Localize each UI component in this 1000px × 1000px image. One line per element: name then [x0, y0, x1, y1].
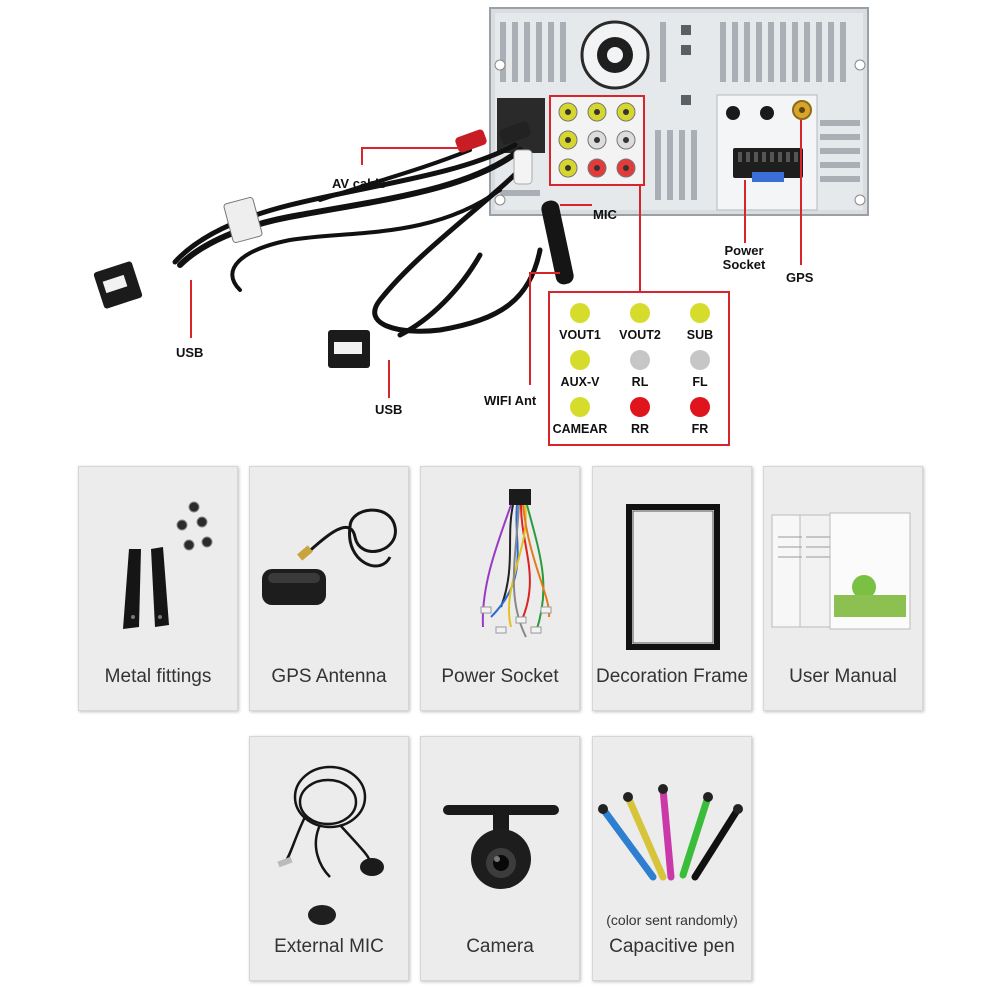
color-note: (color sent randomly) [606, 912, 738, 928]
camera-icon [443, 805, 559, 889]
card-title: Power Socket [441, 666, 559, 687]
rca-label-aux-v: AUX-V [560, 375, 600, 389]
av-cable-connectors [455, 121, 533, 185]
rca-label-camear: CAMEAR [552, 422, 608, 436]
card-title: Metal fittings [104, 666, 212, 687]
rca-dot-vout2 [630, 303, 650, 323]
card-title: Decoration Frame [595, 666, 749, 687]
card-user-manual: User Manual [763, 466, 923, 711]
usb-left-label: USB [176, 345, 204, 360]
usb-tag [223, 196, 263, 244]
usb-connector-left [93, 261, 143, 309]
rca-dot-rl [630, 350, 650, 370]
card-title: External MIC [274, 936, 384, 957]
card-title: Camera [466, 936, 534, 957]
rca-label-rr: RR [630, 422, 650, 436]
gps-label: GPS [786, 270, 814, 285]
card-title: Capacitive pen [609, 936, 735, 957]
rca-label-rl: RL [631, 375, 649, 389]
rca-label-vout2: VOUT2 [619, 328, 661, 342]
power-socket-label: Power Socket [716, 244, 772, 272]
card-decoration-frame: Decoration Frame [592, 466, 752, 711]
rca-dot-rr [630, 397, 650, 417]
card-capacitive-pen: (color sent randomly) Capacitive pen [592, 736, 752, 981]
power-socket-label-line2: Socket [722, 257, 766, 272]
leader-lines [190, 120, 802, 398]
wifi-antenna [541, 200, 574, 285]
card-title: User Manual [789, 666, 897, 687]
rca-dot-aux-v [570, 350, 590, 370]
av-cable-label: AV cable [332, 176, 386, 191]
usb-connector-center [328, 330, 370, 368]
power-socket-harness-icon [480, 489, 552, 638]
metal-fittings-icon [123, 501, 213, 629]
cables [172, 142, 543, 338]
card-external-mic: External MIC [249, 736, 409, 981]
capacitive-pen-icon [598, 784, 743, 881]
rca-dot-camear [570, 397, 590, 417]
card-title: GPS Antenna [271, 666, 387, 687]
external-mic-icon [277, 765, 384, 925]
rca-label-fr: FR [691, 422, 709, 436]
power-socket-label-line1: Power [724, 243, 764, 258]
rca-dot-fr [690, 397, 710, 417]
rca-label-fl: FL [692, 375, 708, 389]
rca-dot-fl [690, 350, 710, 370]
rca-legend: VOUT1 VOUT2 SUB AUX-V RL FL CAMEAR RR FR [548, 291, 730, 446]
card-metal-fittings: Metal fittings [78, 466, 238, 711]
mic-label: MIC [593, 207, 617, 222]
rca-label-sub: SUB [686, 328, 714, 342]
wifi-ant-label: WIFI Ant [484, 393, 537, 408]
wiring-diagram [93, 7, 869, 398]
usb-center-label: USB [375, 402, 403, 417]
user-manual-icon [771, 512, 911, 630]
rca-dot-vout1 [570, 303, 590, 323]
decoration-frame-icon [626, 504, 720, 650]
rca-label-vout1: VOUT1 [559, 328, 601, 342]
card-gps-antenna: GPS Antenna [249, 466, 409, 711]
gps-antenna-icon [262, 508, 397, 605]
rca-dot-sub [690, 303, 710, 323]
card-camera: Camera [420, 736, 580, 981]
head-unit-back-panel [489, 7, 869, 216]
card-power-socket: Power Socket [420, 466, 580, 711]
